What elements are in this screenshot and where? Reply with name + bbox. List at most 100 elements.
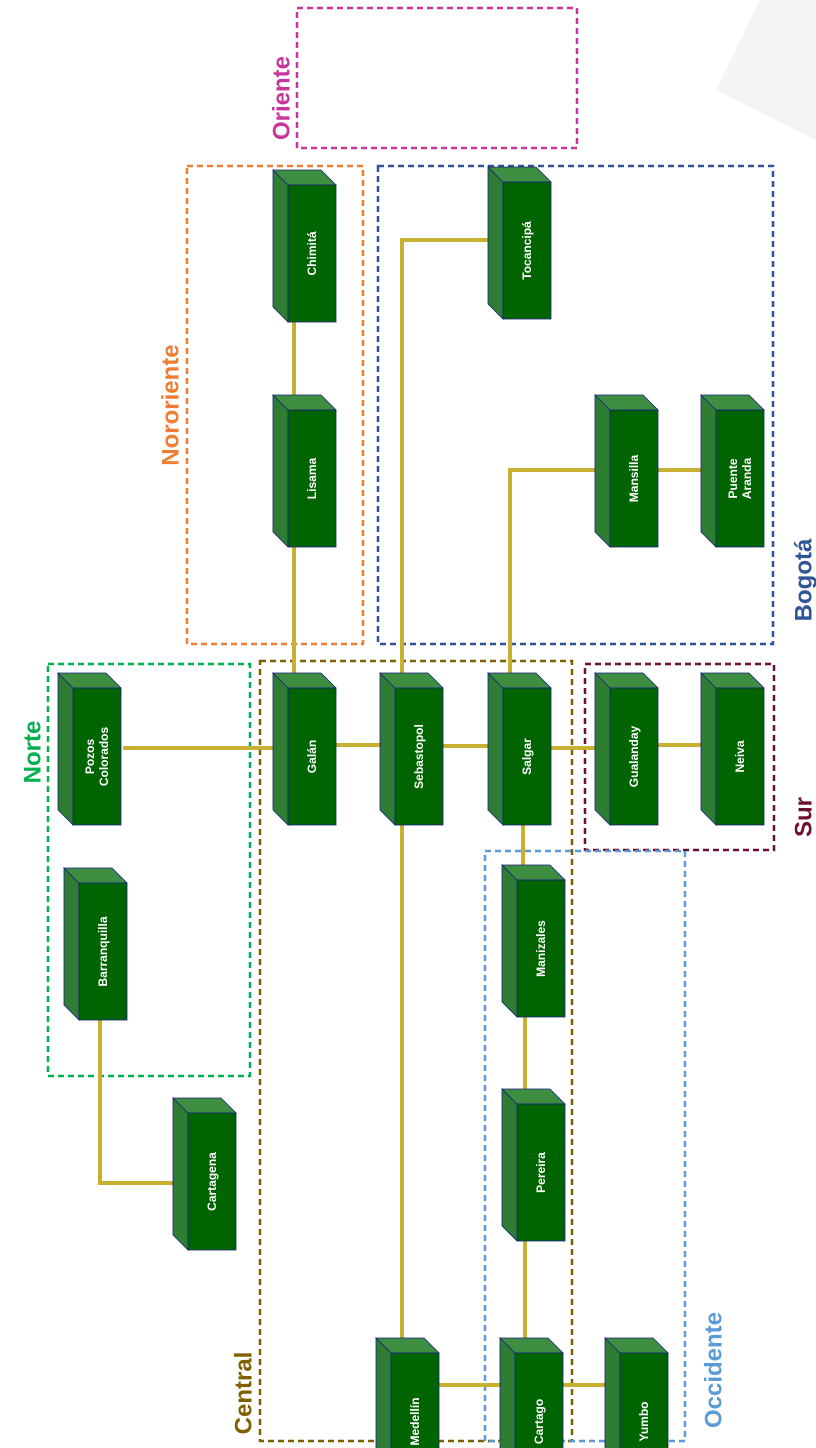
node-salgar: Salgar	[487, 672, 552, 826]
node-galan: Galán	[272, 672, 337, 826]
node-label-line: Cartago	[532, 1399, 546, 1444]
node-label-line: Neiva	[733, 740, 747, 772]
node-neiva: Neiva	[700, 672, 765, 826]
node-label-line: Chimitá	[305, 231, 319, 275]
link-tocancipa-sebastopol	[400, 238, 503, 718]
node-side-face	[487, 166, 504, 320]
region-sur-box	[583, 662, 776, 852]
node-side-face	[487, 672, 504, 826]
link-barranquilla-cartagena	[98, 1013, 188, 1185]
node-front-face	[287, 184, 337, 323]
node-side-face	[499, 1337, 516, 1448]
node-cartago: Cartago	[499, 1337, 564, 1448]
node-label-line: Medellín	[408, 1397, 422, 1445]
node-label-line: Sebastopol	[412, 724, 426, 789]
node-side-face	[594, 672, 611, 826]
node-front-face	[287, 409, 337, 548]
region-occidente-box	[483, 849, 687, 1443]
node-front-face	[287, 687, 337, 826]
node-label: Tocancipá	[520, 221, 534, 280]
node-mansilla: Mansilla	[594, 394, 659, 548]
node-chimita: Chimitá	[272, 169, 337, 323]
node-front-face	[78, 882, 128, 1021]
links-layer	[98, 238, 716, 1387]
node-label-line: Pereira	[534, 1152, 548, 1193]
node-side-face	[272, 672, 289, 826]
node-label-line: Colorados	[97, 727, 111, 787]
node-manizales: Manizales	[501, 864, 566, 1018]
node-label-line: Gualanday	[627, 726, 641, 788]
node-pozos-colorados: PozosColorados	[57, 672, 122, 826]
node-label: Gualanday	[627, 726, 641, 788]
node-side-face	[375, 1337, 392, 1448]
region-oriente-box	[295, 6, 579, 150]
link-mansilla-salgar	[508, 468, 610, 718]
node-side-face	[63, 867, 80, 1021]
node-label: Pereira	[534, 1152, 548, 1193]
node-side-face	[501, 864, 518, 1018]
node-label-line: Yumbo	[637, 1401, 651, 1441]
node-front-face	[516, 1103, 566, 1242]
node-front-face	[715, 409, 765, 548]
region-norte-box	[46, 662, 252, 1078]
node-side-face	[379, 672, 396, 826]
node-label: Cartagena	[205, 1152, 219, 1211]
node-label-line: Pozos	[83, 739, 97, 775]
region-bogota-box	[376, 164, 775, 646]
node-side-face	[594, 394, 611, 548]
node-label: Chimitá	[305, 231, 319, 275]
node-side-face	[604, 1337, 621, 1448]
node-side-face	[700, 672, 717, 826]
background-shape	[716, 0, 816, 140]
node-label: Sebastopol	[412, 724, 426, 789]
node-side-face	[172, 1097, 189, 1251]
node-label: Yumbo	[637, 1401, 651, 1441]
node-medellin: Medellín	[375, 1337, 440, 1448]
node-front-face	[514, 1352, 564, 1448]
node-cartagena: Cartagena	[172, 1097, 237, 1251]
node-label: Medellín	[408, 1397, 422, 1445]
node-label: Cartago	[532, 1399, 546, 1444]
node-front-face	[502, 687, 552, 826]
region-nororiente-label: Nororiente	[157, 344, 184, 465]
region-central-label: Central	[230, 1352, 257, 1435]
node-label: Neiva	[733, 740, 747, 772]
node-label: PuenteAranda	[726, 458, 754, 500]
node-side-face	[57, 672, 74, 826]
node-pereira: Pereira	[501, 1088, 566, 1242]
node-label-line: Aranda	[740, 458, 754, 500]
node-label-line: Puente	[726, 458, 740, 498]
node-side-face	[272, 394, 289, 548]
node-label: Lisama	[305, 457, 319, 499]
node-side-face	[501, 1088, 518, 1242]
node-lisama: Lisama	[272, 394, 337, 548]
node-barranquilla: Barranquilla	[63, 867, 128, 1021]
node-side-face	[700, 394, 717, 548]
node-front-face	[394, 687, 444, 826]
node-gualanday: Gualanday	[594, 672, 659, 826]
node-label: PozosColorados	[83, 727, 111, 787]
node-sebastopol: Sebastopol	[379, 672, 444, 826]
node-label-line: Cartagena	[205, 1152, 219, 1211]
node-front-face	[609, 409, 659, 548]
node-label: Salgar	[520, 738, 534, 775]
node-label-line: Galán	[305, 740, 319, 773]
node-label-line: Tocancipá	[520, 221, 534, 280]
region-oriente-label: Oriente	[268, 56, 295, 140]
node-label: Mansilla	[627, 455, 641, 503]
node-front-face	[619, 1352, 669, 1448]
node-puente-aranda: PuenteAranda	[700, 394, 765, 548]
region-occidente-label: Occidente	[700, 1312, 727, 1428]
node-label: Galán	[305, 740, 319, 773]
node-front-face	[516, 879, 566, 1018]
node-front-face	[187, 1112, 237, 1251]
region-norte-label: Norte	[19, 721, 46, 784]
node-label-line: Mansilla	[627, 455, 641, 503]
node-front-face	[609, 687, 659, 826]
region-central-box	[258, 659, 574, 1443]
region-bogota-label: Bogotá	[790, 538, 816, 621]
region-sur-label: Sur	[790, 797, 816, 837]
